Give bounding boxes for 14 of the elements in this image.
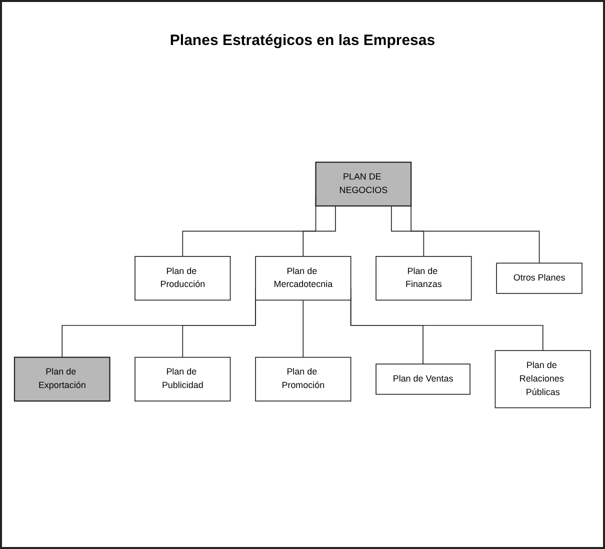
node-box [14,356,110,402]
connector [390,206,424,257]
node-box [134,356,231,402]
node-box [376,256,472,301]
node-box [134,256,231,301]
connector [302,206,336,257]
node-box [496,262,582,294]
node-box [376,364,470,395]
node-box [255,356,352,402]
node-box [255,256,352,301]
node-box [494,350,591,408]
connector [302,300,304,358]
diagram-title: Planes Estratégicos en las Empresas [170,32,436,49]
node-box [315,162,412,207]
